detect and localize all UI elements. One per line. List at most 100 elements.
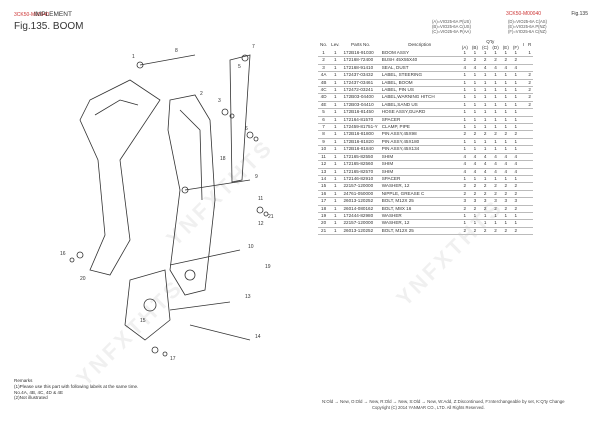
cell-qty: 1 — [510, 79, 521, 88]
cell-r — [526, 145, 534, 154]
cell-i — [520, 130, 527, 139]
cell-qty: 1 — [490, 86, 501, 95]
cell-no: 4D — [318, 93, 330, 102]
cell-i — [520, 160, 527, 169]
cell-qty: 1 — [459, 145, 470, 154]
cell-lev: 1 — [329, 175, 342, 184]
cell-no: 9 — [318, 138, 330, 147]
cell-description: SHIM — [379, 160, 460, 169]
cell-parts-no: 172164-81570 — [341, 116, 380, 125]
cell-qty: 1 — [479, 108, 491, 117]
cell-no: 4C — [318, 86, 330, 95]
cell-qty: 1 — [500, 86, 511, 95]
cell-r — [526, 175, 534, 184]
cell-qty: 2 — [469, 182, 480, 191]
cell-qty: 2 — [500, 227, 511, 236]
col-qty-e: (E) — [502, 44, 509, 50]
remarks-line: (1)Please use this part with following l… — [14, 383, 139, 389]
cell-qty: 1 — [510, 123, 521, 132]
cell-qty: 2 — [469, 56, 480, 65]
cell-r: 2 — [526, 86, 534, 95]
cell-lev: 1 — [329, 197, 342, 206]
cell-qty: 1 — [479, 101, 491, 110]
cell-i — [520, 86, 527, 95]
cell-parts-no: 22157-120000 — [341, 219, 380, 228]
cell-qty: 1 — [490, 101, 501, 110]
figure-number-right: Fig.135 — [571, 11, 588, 17]
cell-qty: 1 — [469, 86, 480, 95]
cell-parts-no: 172437-03432 — [341, 71, 380, 80]
remarks-title: Remarks — [14, 378, 33, 383]
cell-qty: 2 — [490, 205, 501, 213]
cell-parts-no: 172168-72400 — [341, 56, 380, 65]
cell-qty: 1 — [510, 219, 521, 228]
cell-qty: 2 — [510, 56, 521, 65]
cell-no: 10 — [318, 145, 330, 154]
cell-qty: 1 — [500, 145, 511, 154]
cell-lev: 1 — [329, 56, 342, 65]
cell-qty: 2 — [510, 205, 521, 213]
cell-lev: 1 — [329, 145, 342, 154]
cell-no: 1 — [318, 50, 330, 58]
cell-qty: 2 — [469, 205, 480, 213]
cell-qty: 1 — [469, 123, 480, 132]
cell-description: LABEL,WARNING HITCH — [379, 93, 460, 102]
cell-qty: 4 — [459, 168, 470, 176]
callout: 2 — [200, 91, 203, 97]
cell-qty: 1 — [500, 71, 511, 80]
boom-arm-left — [79, 79, 161, 276]
cell-qty: 2 — [479, 56, 491, 65]
cell-qty: 3 — [459, 197, 470, 206]
cell-qty: 3 — [490, 197, 501, 206]
cell-r — [526, 123, 534, 132]
col-qty: Q'ty — [486, 38, 495, 44]
cell-qty: 1 — [469, 108, 480, 117]
cell-description: BOLT, M12X 25 — [379, 227, 460, 236]
cell-qty: 4 — [459, 160, 470, 169]
cell-no: 4A — [318, 71, 330, 80]
guard-rod — [229, 54, 251, 183]
table-subheader-row: (A) (B) (C) (D) (E) (F) — [318, 44, 533, 50]
cell-r — [526, 138, 534, 147]
cell-i — [520, 138, 527, 147]
cell-no: 3 — [318, 64, 330, 73]
cell-lev: 1 — [329, 108, 342, 117]
cell-r — [526, 153, 534, 162]
cell-r — [526, 182, 534, 191]
cell-description: WASHER, 12 — [379, 182, 460, 191]
cell-qty: 2 — [459, 182, 470, 191]
cell-qty: 1 — [479, 50, 491, 58]
cell-i — [520, 71, 527, 80]
cell-qty: 1 — [510, 138, 521, 147]
cell-description: SEAL, DUST — [379, 64, 460, 73]
callout: 8 — [175, 48, 178, 54]
cell-i — [520, 182, 527, 191]
cell-i — [520, 219, 527, 228]
cell-qty: 2 — [500, 190, 511, 199]
cell-qty: 4 — [469, 64, 480, 73]
cell-qty: 1 — [469, 101, 480, 110]
cell-qty: 2 — [459, 205, 470, 213]
cell-qty: 1 — [510, 116, 521, 125]
cell-qty: 4 — [490, 168, 501, 176]
cell-qty: 1 — [479, 145, 491, 154]
cell-parts-no: 26013-120252 — [341, 197, 380, 206]
cell-qty: 1 — [459, 93, 470, 102]
cell-description: SPACER — [379, 116, 460, 125]
cell-parts-no: 22157-120000 — [341, 182, 380, 191]
cell-qty: 4 — [490, 160, 501, 169]
cell-qty: 1 — [500, 50, 511, 58]
cell-qty: 2 — [459, 227, 470, 236]
cell-description: BOLT, M12X 25 — [379, 197, 460, 206]
cell-parts-no: 172165-82550 — [341, 153, 380, 162]
cell-qty: 1 — [469, 212, 480, 221]
cell-qty: 2 — [490, 56, 501, 65]
cell-parts-no: 172B16-81840 — [341, 145, 380, 154]
cell-no: 11 — [318, 153, 330, 162]
cell-description: NIPPLE, GREASE C — [379, 190, 460, 199]
cell-no: 13 — [318, 168, 330, 176]
